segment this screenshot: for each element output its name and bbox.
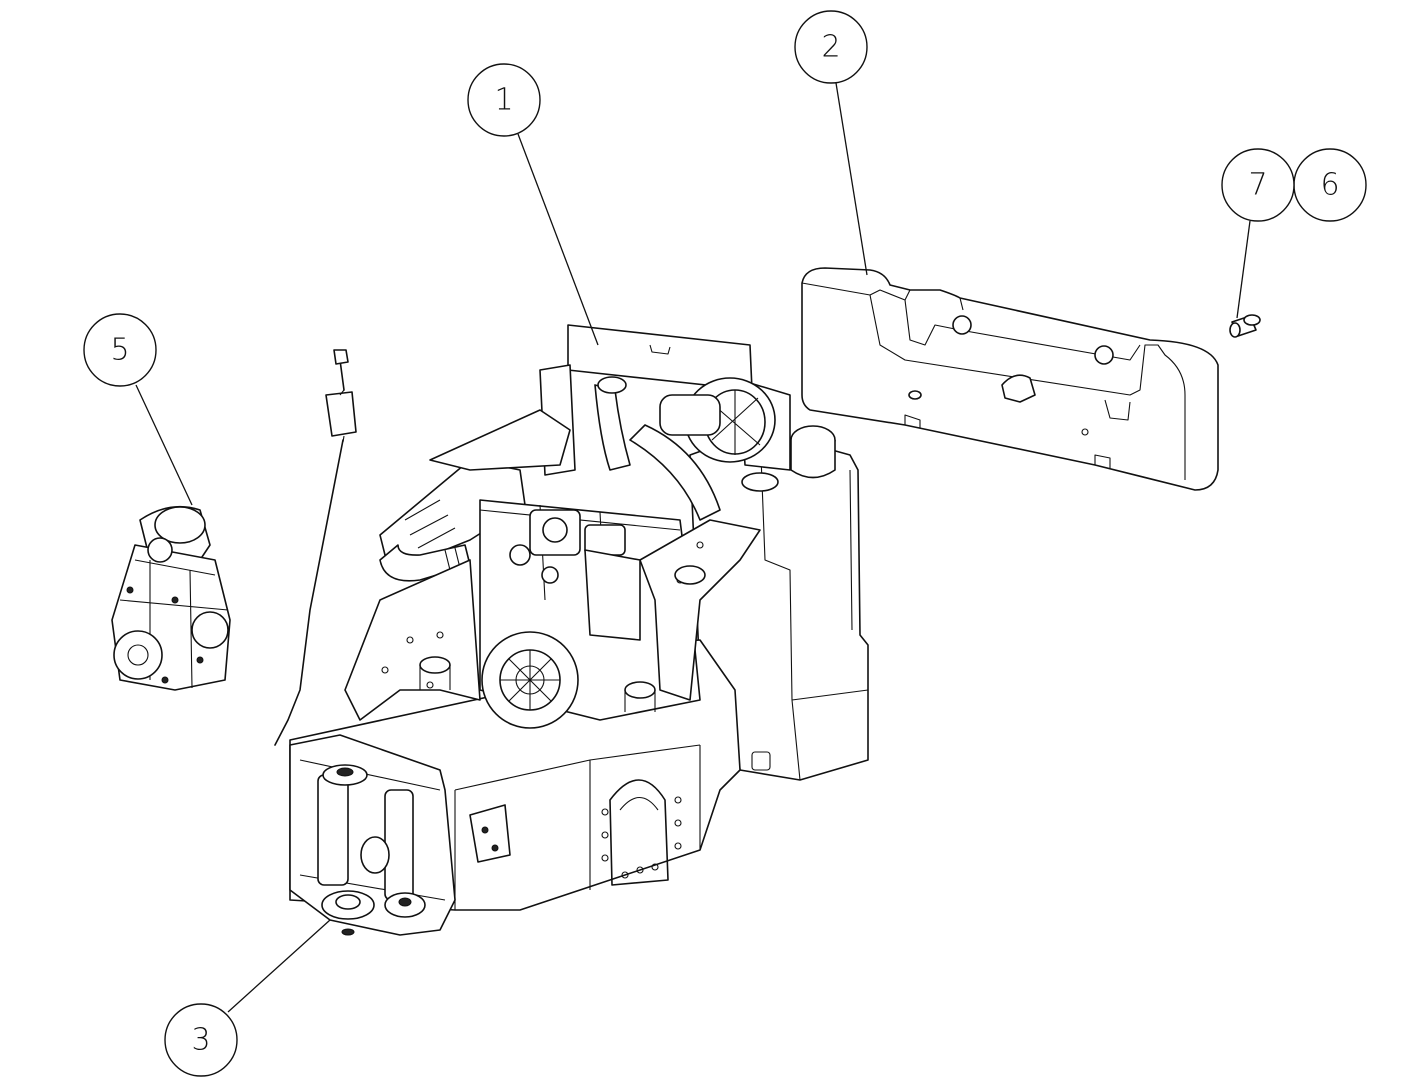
washer-icon — [1229, 322, 1241, 338]
engine-assembly-icon — [344, 324, 836, 729]
counterweight-hood-icon — [801, 267, 1219, 491]
leader-2 — [835, 82, 868, 276]
callout-label-1: 1 — [494, 83, 513, 118]
leader-lines — [135, 82, 1251, 1013]
callout-1: 1 — [467, 63, 541, 137]
callout-2: 2 — [794, 10, 868, 84]
callout-label-7: 7 — [1248, 168, 1267, 203]
callout-label-2: 2 — [821, 30, 840, 65]
callout-6: 6 — [1293, 148, 1367, 222]
hydraulic-pump-icon — [111, 505, 231, 691]
callout-3: 3 — [164, 1003, 238, 1077]
leader-1 — [517, 133, 599, 346]
callout-label-5: 5 — [110, 333, 129, 368]
leader-5 — [135, 384, 193, 506]
callout-label-3: 3 — [191, 1023, 210, 1058]
callout-label-6: 6 — [1320, 168, 1339, 203]
leader-3 — [227, 919, 331, 1013]
callout-7: 7 — [1221, 148, 1295, 222]
leader-7 — [1236, 220, 1251, 319]
callout-5: 5 — [83, 313, 157, 387]
dipstick-icon — [274, 349, 357, 746]
